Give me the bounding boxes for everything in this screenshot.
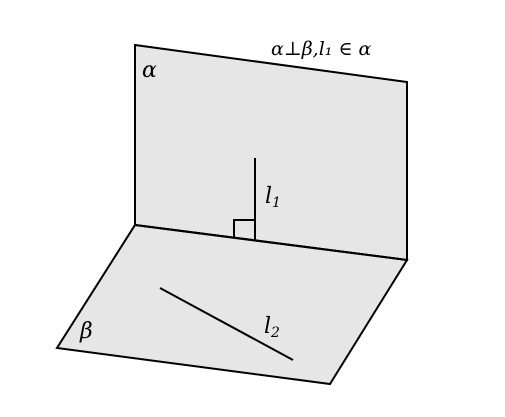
line-l2 bbox=[159, 287, 294, 361]
label-alpha: α bbox=[142, 58, 157, 83]
label-l1-letter: l bbox=[265, 184, 272, 209]
plane-alpha bbox=[134, 43, 408, 262]
relation-label: α⊥β,l₁ ∈ α bbox=[271, 38, 372, 60]
label-l1: l1 bbox=[265, 184, 281, 211]
label-l2: l2 bbox=[264, 314, 280, 341]
intersection-line bbox=[134, 224, 408, 261]
label-l2-letter: l bbox=[264, 314, 271, 339]
label-beta: β bbox=[79, 319, 93, 344]
right-angle-marker bbox=[233, 219, 255, 237]
label-l1-subscript: 1 bbox=[272, 195, 281, 211]
label-l2-subscript: 2 bbox=[270, 325, 280, 341]
